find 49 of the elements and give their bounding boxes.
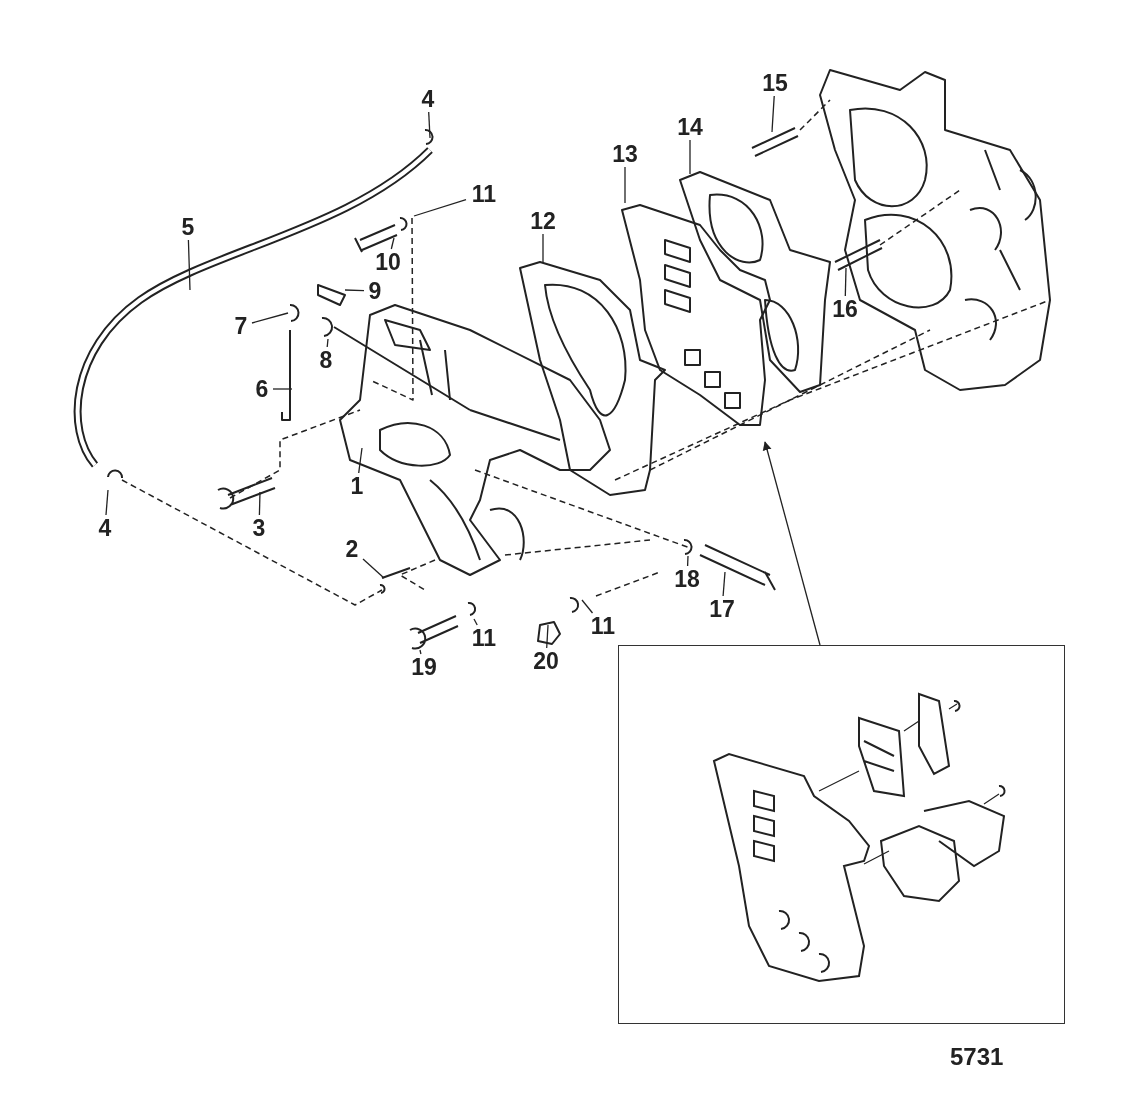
leader-line (473, 618, 478, 626)
callout-number: 19 (411, 655, 437, 679)
inset-panel (618, 645, 1065, 1024)
callout-number: 6 (255, 377, 269, 401)
callout-number: 14 (677, 115, 703, 139)
leader-line (542, 233, 544, 263)
leader-line (390, 237, 395, 250)
leader-line (581, 599, 594, 614)
leader-line (428, 111, 431, 139)
leader-line (689, 139, 691, 175)
leader-line (413, 199, 467, 217)
leader-line (251, 312, 289, 324)
callout-number: 11 (471, 182, 497, 206)
leader-line (358, 447, 363, 474)
leader-line (272, 388, 293, 390)
callout-number: 13 (612, 142, 638, 166)
callout-number: 15 (762, 71, 788, 95)
callout-number: 1 (350, 474, 364, 498)
leader-line (362, 558, 385, 579)
leader-line (344, 289, 365, 292)
leader-line (258, 491, 261, 516)
callout-number: 16 (832, 297, 858, 321)
callout-number: 4 (421, 87, 435, 111)
callout-number: 9 (368, 279, 382, 303)
callout-number: 8 (319, 348, 333, 372)
callout-number: 18 (674, 567, 700, 591)
callout-number: 11 (590, 614, 616, 638)
callout-number: 7 (234, 314, 248, 338)
figure-number: 5731 (950, 1043, 1004, 1071)
leader-line (105, 489, 109, 516)
leader-line (419, 649, 422, 655)
callout-number: 10 (375, 250, 401, 274)
callout-number: 2 (345, 537, 359, 561)
leader-line (624, 166, 626, 204)
callout-number: 20 (533, 649, 559, 673)
leader-line (546, 624, 549, 649)
leader-line (722, 571, 726, 597)
leader-line (187, 239, 191, 291)
pointer-arrow (762, 441, 821, 646)
callout-number: 4 (98, 516, 112, 540)
leader-line (771, 95, 775, 133)
leader-line (686, 555, 689, 567)
leader-line (326, 338, 329, 348)
callout-number: 5 (181, 215, 195, 239)
callout-number: 3 (252, 516, 266, 540)
callout-number: 12 (530, 209, 556, 233)
callout-number: 11 (471, 626, 497, 650)
callout-number: 17 (709, 597, 735, 621)
leader-line (844, 267, 847, 297)
